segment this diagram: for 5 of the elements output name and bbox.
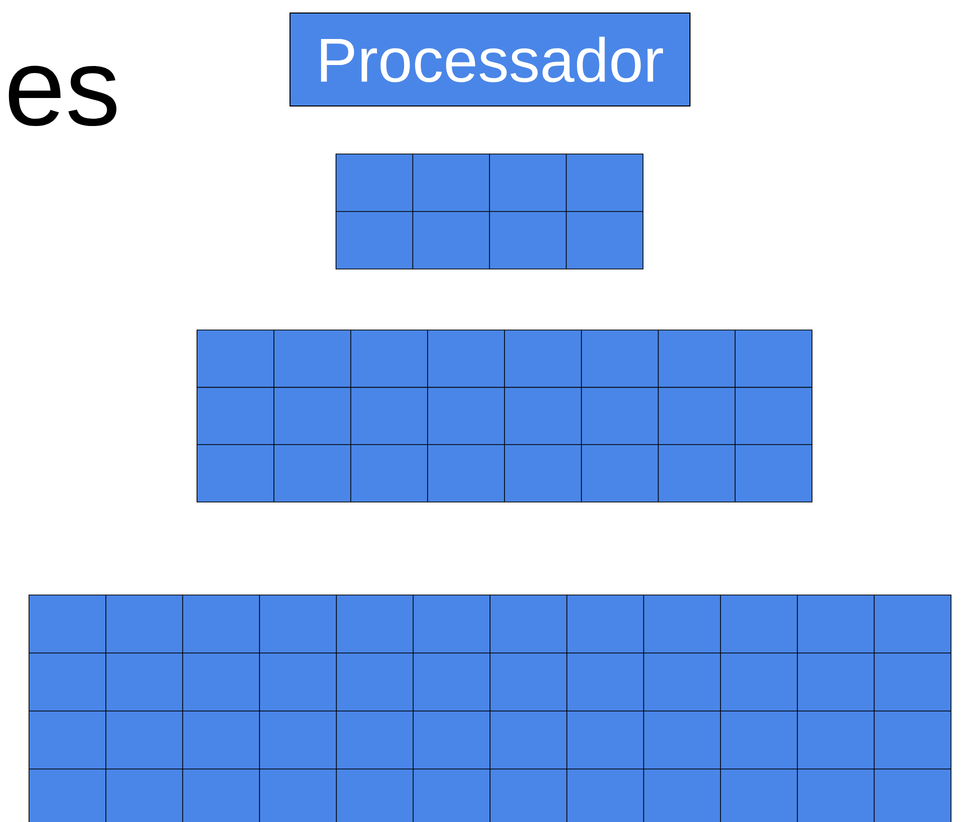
memory-grid — [196, 330, 812, 502]
memory-grid — [28, 594, 952, 822]
processor-box: Processador — [290, 12, 690, 106]
title-text: es — [8, 66, 116, 126]
memory-grid — [336, 154, 644, 270]
